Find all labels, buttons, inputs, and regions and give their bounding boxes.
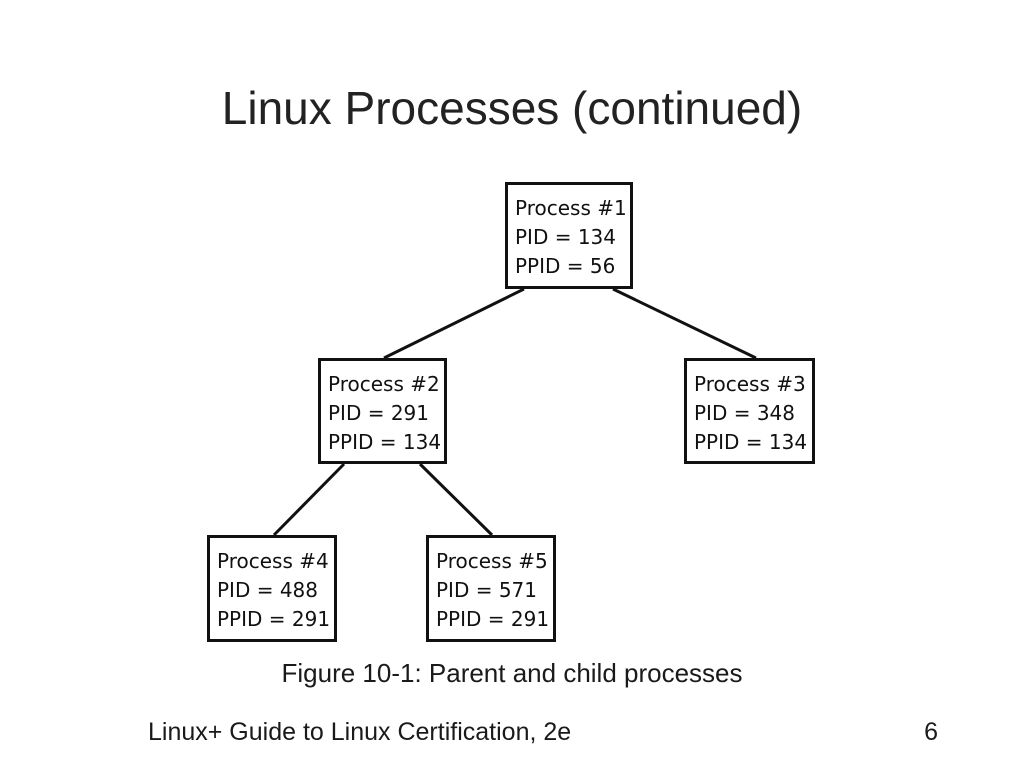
- process-ppid: PPID = 134: [328, 430, 442, 454]
- footer-page-number: 6: [924, 718, 938, 746]
- figure-caption: Figure 10-1: Parent and child processes: [281, 658, 743, 688]
- process-ppid: PPID = 291: [436, 607, 550, 631]
- edge-p2-p5: [418, 462, 494, 537]
- process-ppid: PPID = 56: [515, 254, 616, 278]
- process-ppid: PPID = 291: [217, 607, 331, 631]
- process-name: Process #5: [436, 549, 548, 573]
- process-pid: PID = 348: [694, 401, 796, 425]
- edge-p1-p2: [383, 287, 525, 360]
- footer-course-title: Linux+ Guide to Linux Certification, 2e: [148, 718, 572, 746]
- process-node-1: Process #1 PID = 134 PPID = 56: [505, 182, 633, 289]
- process-pid: PID = 291: [328, 401, 430, 425]
- process-node-5: Process #5 PID = 571 PPID = 291: [426, 535, 556, 642]
- slide-title: Linux Processes (continued): [221, 82, 803, 134]
- process-name: Process #3: [694, 372, 806, 396]
- process-node-4: Process #4 PID = 488 PPID = 291: [207, 535, 337, 642]
- process-node-3: Process #3 PID = 348 PPID = 134: [684, 358, 815, 464]
- process-ppid: PPID = 134: [694, 430, 808, 454]
- edge-p2-p4: [272, 462, 346, 537]
- edge-p1-p3: [612, 287, 757, 360]
- process-node-2: Process #2 PID = 291 PPID = 134: [318, 358, 447, 464]
- process-pid: PID = 488: [217, 578, 319, 602]
- process-name: Process #4: [217, 549, 329, 573]
- process-pid: PID = 571: [436, 578, 538, 602]
- process-name: Process #2: [328, 372, 440, 396]
- process-pid: PID = 134: [515, 225, 617, 249]
- process-name: Process #1: [515, 196, 627, 220]
